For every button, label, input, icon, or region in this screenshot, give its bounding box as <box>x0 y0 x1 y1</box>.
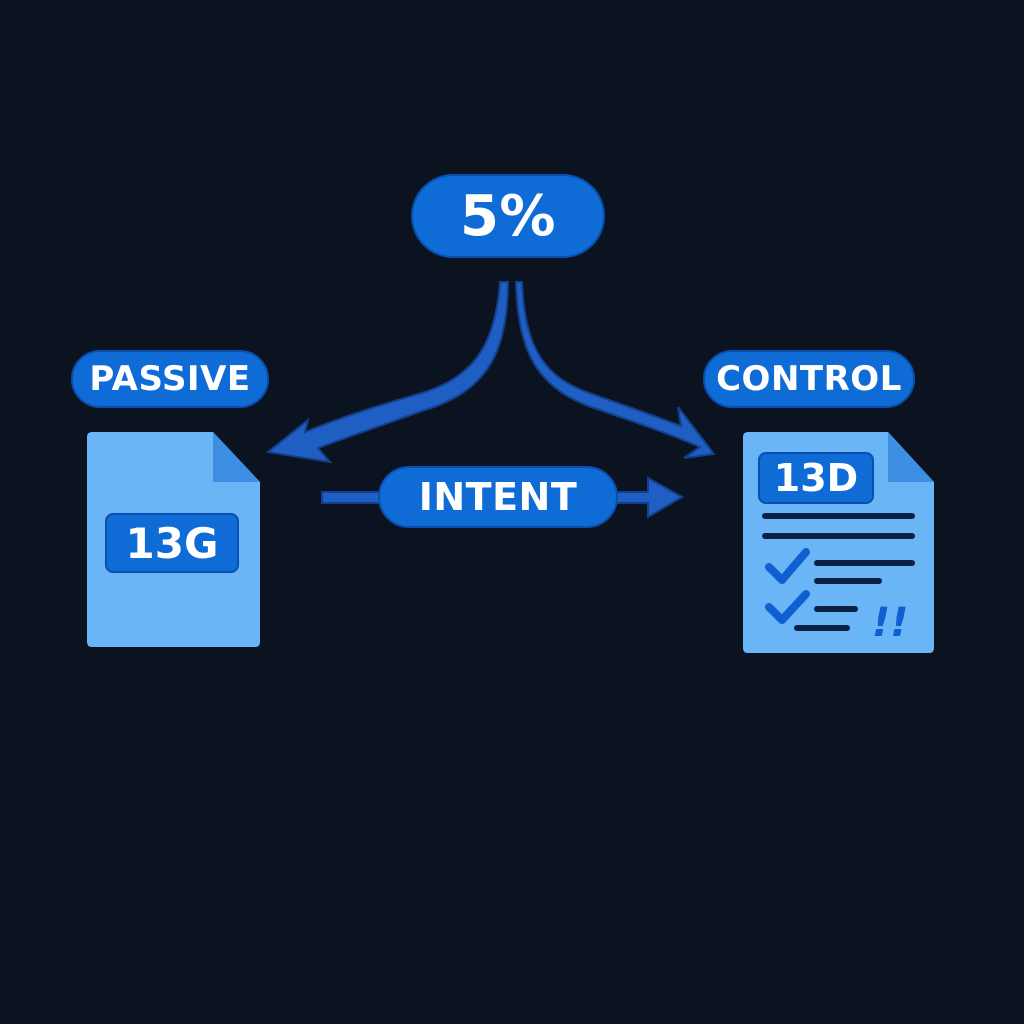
form-13d-label: 13D <box>758 452 874 504</box>
document-icon-13d: !! <box>743 432 934 653</box>
exclamation-marks: !! <box>872 600 908 646</box>
threshold-badge: 5% <box>411 174 605 258</box>
passive-label: PASSIVE <box>71 350 269 408</box>
curved-arrow-left <box>265 281 510 464</box>
form-13g-label: 13G <box>105 513 239 573</box>
curved-arrow-right <box>514 281 716 459</box>
document-text-lines <box>762 513 915 631</box>
intent-label: INTENT <box>378 466 618 528</box>
checkmark-icon <box>765 590 810 624</box>
control-label: CONTROL <box>703 350 915 408</box>
checkmark-icon <box>765 548 810 584</box>
